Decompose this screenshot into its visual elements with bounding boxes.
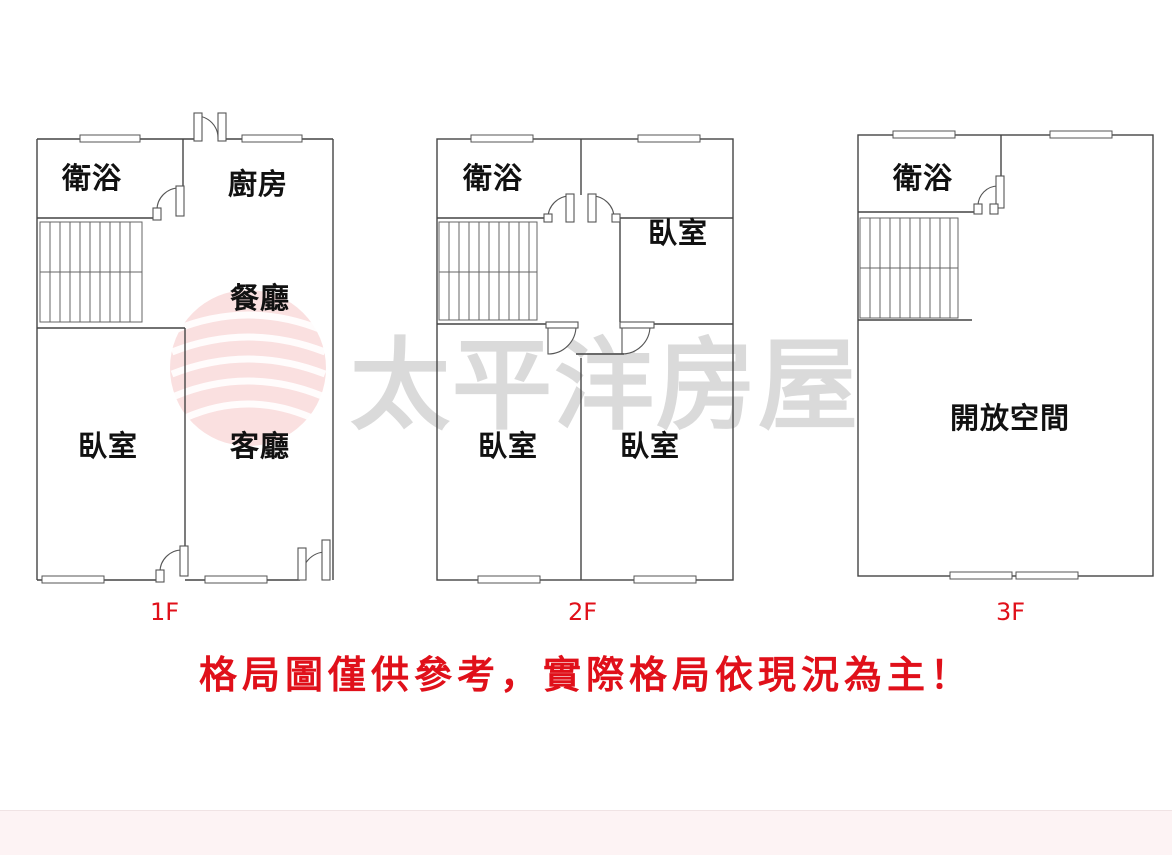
floor-label: 3F bbox=[996, 598, 1025, 626]
door-icon bbox=[977, 185, 999, 207]
room-label: 臥室 bbox=[78, 429, 138, 463]
floor-plan-diagram: 太平洋房屋 bbox=[36, 112, 1154, 626]
room-label: 廚房 bbox=[228, 167, 288, 201]
room-label: 衛浴 bbox=[61, 161, 122, 195]
pacific-logo-icon bbox=[170, 290, 327, 446]
room-label: 開放空間 bbox=[950, 401, 1070, 435]
room-label: 衛浴 bbox=[892, 161, 953, 195]
floor-label: 2F bbox=[568, 598, 597, 626]
floor-3f-plan: 衛浴 開放空間 3F bbox=[857, 130, 1154, 626]
room-label: 臥室 bbox=[620, 429, 680, 463]
disclaimer-text: 格局圖僅供參考，實際格局依現況為主！ bbox=[198, 653, 973, 697]
watermark-text: 太平洋房屋 bbox=[350, 326, 860, 444]
watermark: 太平洋房屋 bbox=[170, 290, 860, 446]
room-label: 衛浴 bbox=[462, 161, 523, 195]
room-label: 餐廳 bbox=[230, 281, 290, 315]
room-label: 客廳 bbox=[230, 429, 290, 463]
floor-2f-plan: 衛浴 臥室 臥室 臥室 2F bbox=[436, 134, 734, 626]
room-label: 臥室 bbox=[648, 216, 708, 250]
floor-label: 1F bbox=[150, 598, 179, 626]
bottom-band bbox=[0, 810, 1172, 855]
door-icon bbox=[159, 549, 183, 573]
room-label: 臥室 bbox=[478, 429, 538, 463]
floor-1f-plan: 衛浴 廚房 餐廳 臥室 客廳 1F bbox=[36, 112, 334, 626]
